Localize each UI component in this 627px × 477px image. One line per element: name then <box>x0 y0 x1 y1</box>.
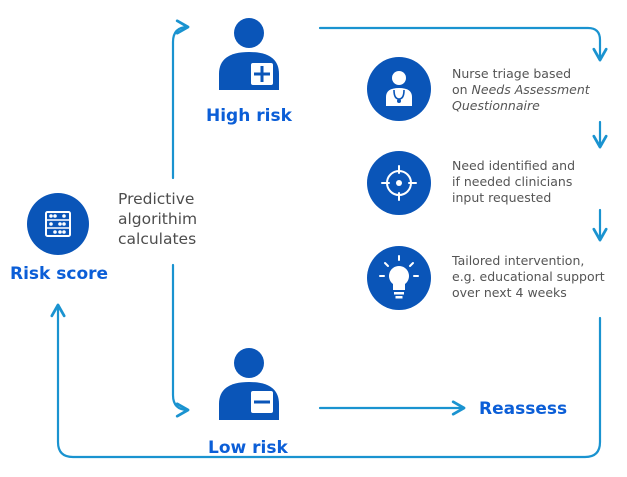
lightbulb-icon <box>367 246 431 310</box>
arrow-high-to-triage <box>318 26 608 62</box>
person-plus-icon <box>219 18 279 90</box>
step-triage-line-2-italic: Needs Assessment <box>471 82 590 97</box>
predictive-label: Predictive algorithim calculates <box>118 189 197 249</box>
abacus-icon <box>27 193 89 255</box>
arrow-to-high-risk <box>171 19 190 180</box>
step-triage-line-2-prefix: on <box>452 82 472 97</box>
arrow-to-low-risk <box>171 263 190 418</box>
risk-score-label: Risk score <box>10 264 109 284</box>
step-tailored-line-2: e.g. educational support <box>452 269 605 284</box>
target-icon <box>367 151 431 215</box>
step-triage-line-1: Nurse triage based <box>452 66 572 81</box>
reassess-label: Reassess <box>479 399 568 419</box>
step-tailored-line-1: Tailored intervention, <box>452 253 585 268</box>
predictive-line-3: calculates <box>118 230 197 248</box>
high-risk-label: High risk <box>206 106 292 126</box>
step-tailored-text: Tailored intervention, e.g. educational … <box>452 253 605 301</box>
step-triage-text: Nurse triage based on Needs Assessment Q… <box>452 66 590 114</box>
step-triage-line-3-italic: Questionnaire <box>452 98 540 113</box>
step-need-line-1: Need identified and <box>452 158 576 173</box>
predictive-line-1: Predictive <box>118 190 195 208</box>
doctor-icon <box>367 57 431 121</box>
step-tailored-line-3: over next 4 weeks <box>452 285 567 300</box>
step-triage-line-2: on Needs Assessment <box>452 82 590 98</box>
step-need-line-2: if needed clinicians <box>452 174 573 189</box>
step-triage-line-3: Questionnaire <box>452 98 590 114</box>
person-minus-icon <box>219 348 279 420</box>
step-need-text: Need identified and if needed clinicians… <box>452 158 575 206</box>
low-risk-label: Low risk <box>208 438 288 458</box>
arrow-loop-to-risk-score <box>50 303 602 459</box>
step-need-line-3: input requested <box>452 190 552 205</box>
predictive-line-2: algorithim <box>118 210 198 228</box>
